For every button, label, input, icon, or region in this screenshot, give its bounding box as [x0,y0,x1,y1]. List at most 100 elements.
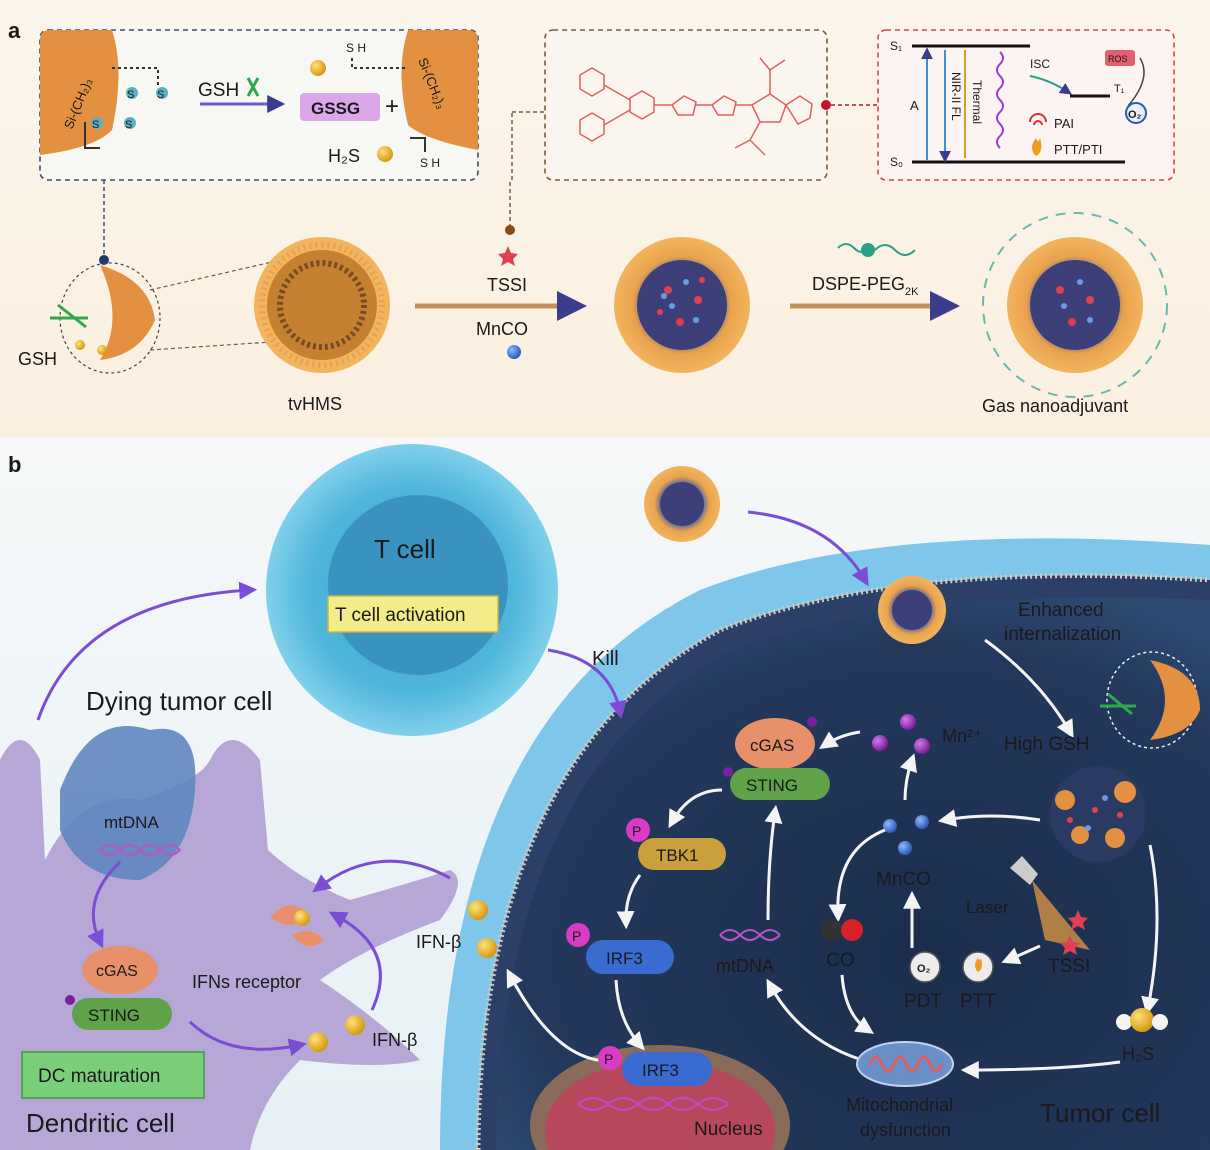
sting-right-label: STING [746,776,798,795]
s1-label: S₁ [890,39,902,53]
zoom-inset [50,261,273,374]
internalizing-particle [878,576,946,644]
ifn-beta-upper-label: IFN-β [416,932,461,952]
laser-device-icon [1010,856,1038,885]
ptt-label-b: PTT [960,991,996,1012]
dc-maturation-box [21,1051,205,1099]
p-label-3: P [604,1051,613,1067]
sulfur-2: S [157,89,164,101]
nucleus-label: Nucleus [694,1119,763,1140]
t-cell-label: T cell [374,534,436,564]
p-label-1: P [632,823,641,839]
peg-chain-icon [837,243,916,257]
tssi-label-b: TSSI [1048,956,1090,977]
ros-label: ROS [1108,54,1128,64]
o2-label-a: O₂ [1128,109,1142,121]
dendritic-cell [0,726,458,1150]
mnco-icon [507,345,521,359]
t1-label: T₁ [1114,83,1125,95]
t-cell [266,444,558,736]
degraded-particle [1050,766,1146,862]
sh-label-bottom: S H [420,156,440,170]
tssi-structure-box [544,29,878,181]
scissors-icon-b [1100,692,1136,716]
tssi-star-icon [498,246,518,266]
dendritic-label: Dendritic cell [26,1108,175,1138]
plus-sign: + [385,93,399,120]
internalization-label: internalization [1004,624,1121,645]
sting-left-label: STING [88,1006,140,1025]
step2-top-label: DSPE-PEG2K [812,274,919,298]
enhanced-label: Enhanced [1018,600,1104,621]
h2s-label: H₂S [1122,1044,1154,1064]
mtdna-left-label: mtDNA [104,813,159,832]
cgas-right-label: cGAS [750,736,794,755]
cgas-left-label: cGAS [96,963,138,980]
s0-label: S₀ [890,155,903,169]
sulfur-4: S [125,119,132,131]
sting-left-shape [72,998,172,1030]
mnco-label: MnCO [876,869,931,890]
tvhms-particle [254,237,390,373]
pai-label: PAI [1054,116,1074,131]
co-label: CO [826,950,855,971]
cgas-right-shape [735,718,815,770]
sting-right-shape [730,768,830,800]
kill-label: Kill [592,648,619,670]
p-label-2: P [572,928,581,944]
irf3-nucleus-shape [622,1052,712,1086]
phospho-icon-1 [626,818,650,842]
dying-label: Dying tumor cell [86,686,272,716]
step1-top-label: TSSI [487,275,527,295]
ifn-receptor-shape [270,905,324,947]
pdt-o2-label: O₂ [917,963,931,975]
thermal-label: Thermal [970,80,984,124]
h2s-product: H₂S [328,146,360,166]
mito-label-1: Mitochondrial [846,1095,953,1115]
gssg-label: GSSG [311,99,360,118]
dc-maturation-label: DC maturation [38,1066,161,1087]
gssg-box [300,93,380,121]
tbk1-label: TBK1 [656,846,699,865]
sh-label-top: S H [346,41,366,55]
irf3-label: IRF3 [606,949,643,968]
gas-nanoadjuvant-particle [982,212,1168,398]
irf3-nucleus-label: IRF3 [642,1061,679,1080]
tvhms-label: tvHMS [288,394,342,414]
step1-bottom-label: MnCO [476,319,528,339]
panel-a-label: a [8,18,21,43]
flame-icon [1032,138,1042,156]
laser-label: Laser [966,898,1009,917]
absorption-label: A [910,98,919,113]
zoom-gsh-label: GSH [18,349,57,369]
mtdna-right-label: mtDNA [716,956,774,976]
sulfur-3: S [92,119,99,131]
high-gsh-label: High GSH [1004,734,1090,755]
dna-icon [99,844,181,856]
cgas-left-shape [82,946,158,994]
irf3-shape [586,940,674,974]
tbk1-shape [638,838,726,870]
gsh-reaction-box: Si-(CH₂)₃ Si-(CH₂)₃ S S S S GSH GSSG + S… [39,29,479,181]
sulfur-1: S [127,89,134,101]
jablonski-box: S₁ S₀ A NIR-II FL Thermal ISC T₁ ROS O₂ … [877,29,1175,181]
ifn-beta-lower-label: IFN-β [372,1030,417,1050]
mito-label-2: dysfunction [860,1120,951,1140]
isc-label: ISC [1030,57,1050,71]
free-particle [644,466,720,542]
scissors-icon [246,77,260,97]
loaded-particle [614,237,750,373]
nir-fl-label: NIR-II FL [949,72,963,121]
mn2-label: Mn²⁺ [942,726,983,746]
ptt-label: PTT/PTI [1054,142,1102,157]
signal-icon [1029,113,1047,126]
phospho-icon-2 [566,923,590,947]
panel-b-label: b [8,452,21,477]
pdt-label: PDT [904,991,942,1012]
tumor-label: Tumor cell [1040,1098,1160,1128]
product-label: Gas nanoadjuvant [982,396,1128,416]
t-activation-label: T cell activation [335,605,466,626]
tumor-cell [440,538,1210,1150]
